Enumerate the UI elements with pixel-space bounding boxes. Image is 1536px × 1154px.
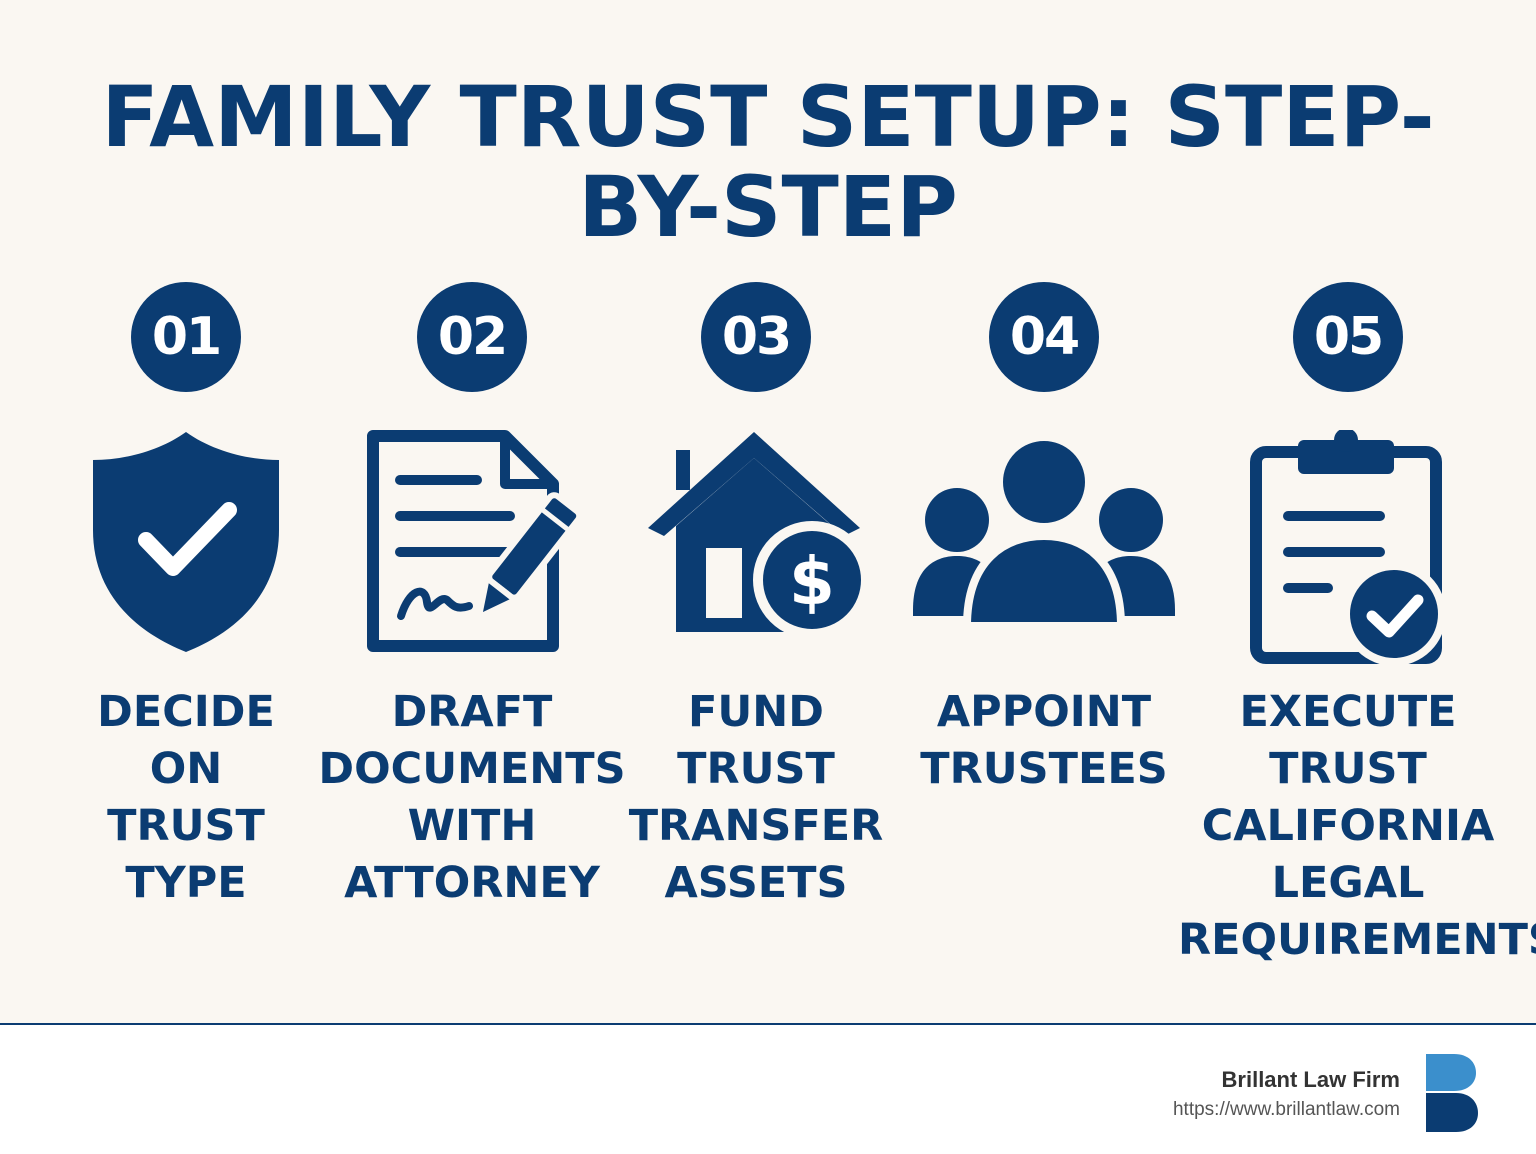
- step-4: 04 APPOINT TRUSTEES: [894, 282, 1194, 794]
- label-line: TRANSFER: [628, 801, 884, 851]
- label-line: FUND: [688, 687, 824, 737]
- step-number-badge: 04: [989, 282, 1099, 392]
- step-5: 05 EXECUTE TRUST CALIFORNIA LEGAL REQUIR…: [1178, 282, 1536, 965]
- label-line: APPOINT: [936, 687, 1152, 737]
- label-line: WITH: [407, 801, 537, 851]
- title-line-2: BY-STEP: [578, 158, 958, 256]
- label-line: EXECUTE: [1239, 687, 1457, 737]
- label-line: DRAFT: [391, 687, 553, 737]
- brillant-b-logo-icon: [1424, 1052, 1478, 1138]
- people-group-icon: [909, 430, 1179, 630]
- step-1: 01 DECIDE ON TRUST TYPE: [36, 282, 336, 908]
- label-line: ON: [149, 744, 223, 794]
- step-label: DRAFT DOCUMENTS WITH ATTORNEY: [302, 684, 642, 912]
- label-line: TRUST: [107, 801, 265, 851]
- step-number-badge: 01: [131, 282, 241, 392]
- step-number-badge: 05: [1293, 282, 1403, 392]
- label-line: CALIFORNIA: [1201, 801, 1495, 851]
- footer-divider: [0, 1023, 1536, 1025]
- page-title: FAMILY TRUST SETUP: STEP- BY-STEP: [0, 72, 1536, 252]
- step-label: APPOINT TRUSTEES: [874, 684, 1214, 798]
- brand-url[interactable]: https://www.brillantlaw.com: [1172, 1099, 1400, 1120]
- step-3: 03 $ FUND TRUST TRANSFER ASSETS: [606, 282, 906, 908]
- label-line: ASSETS: [664, 858, 848, 908]
- label-line: TRUSTEES: [920, 744, 1168, 794]
- document-signature-icon: [365, 430, 580, 655]
- step-label: DECIDE ON TRUST TYPE: [16, 684, 356, 912]
- footer: Brillant Law Firm https://www.brillantla…: [0, 1025, 1536, 1154]
- house-dollar-icon: $: [644, 430, 869, 640]
- label-line: TRUST: [677, 744, 835, 794]
- step-number-badge: 03: [701, 282, 811, 392]
- step-label: EXECUTE TRUST CALIFORNIA LEGAL REQUIREME…: [1178, 684, 1536, 969]
- brand-name: Brillant Law Firm: [1221, 1067, 1400, 1092]
- label-line: TYPE: [125, 858, 247, 908]
- step-number-badge: 02: [417, 282, 527, 392]
- step-2: 02 DRAFT DOCUMENTS WITH ATTORNEY: [318, 282, 626, 908]
- label-line: TRUST: [1269, 744, 1427, 794]
- label-line: ATTORNEY: [344, 858, 600, 908]
- label-line: LEGAL: [1271, 858, 1425, 908]
- label-line: DOCUMENTS: [318, 744, 626, 794]
- clipboard-check-icon: [1248, 430, 1448, 665]
- svg-text:$: $: [789, 543, 835, 620]
- label-line: DECIDE: [97, 687, 275, 737]
- title-line-1: FAMILY TRUST SETUP: STEP-: [101, 68, 1435, 166]
- shield-check-icon: [91, 430, 281, 655]
- label-line: REQUIREMENTS: [1178, 915, 1536, 965]
- step-label: FUND TRUST TRANSFER ASSETS: [586, 684, 926, 912]
